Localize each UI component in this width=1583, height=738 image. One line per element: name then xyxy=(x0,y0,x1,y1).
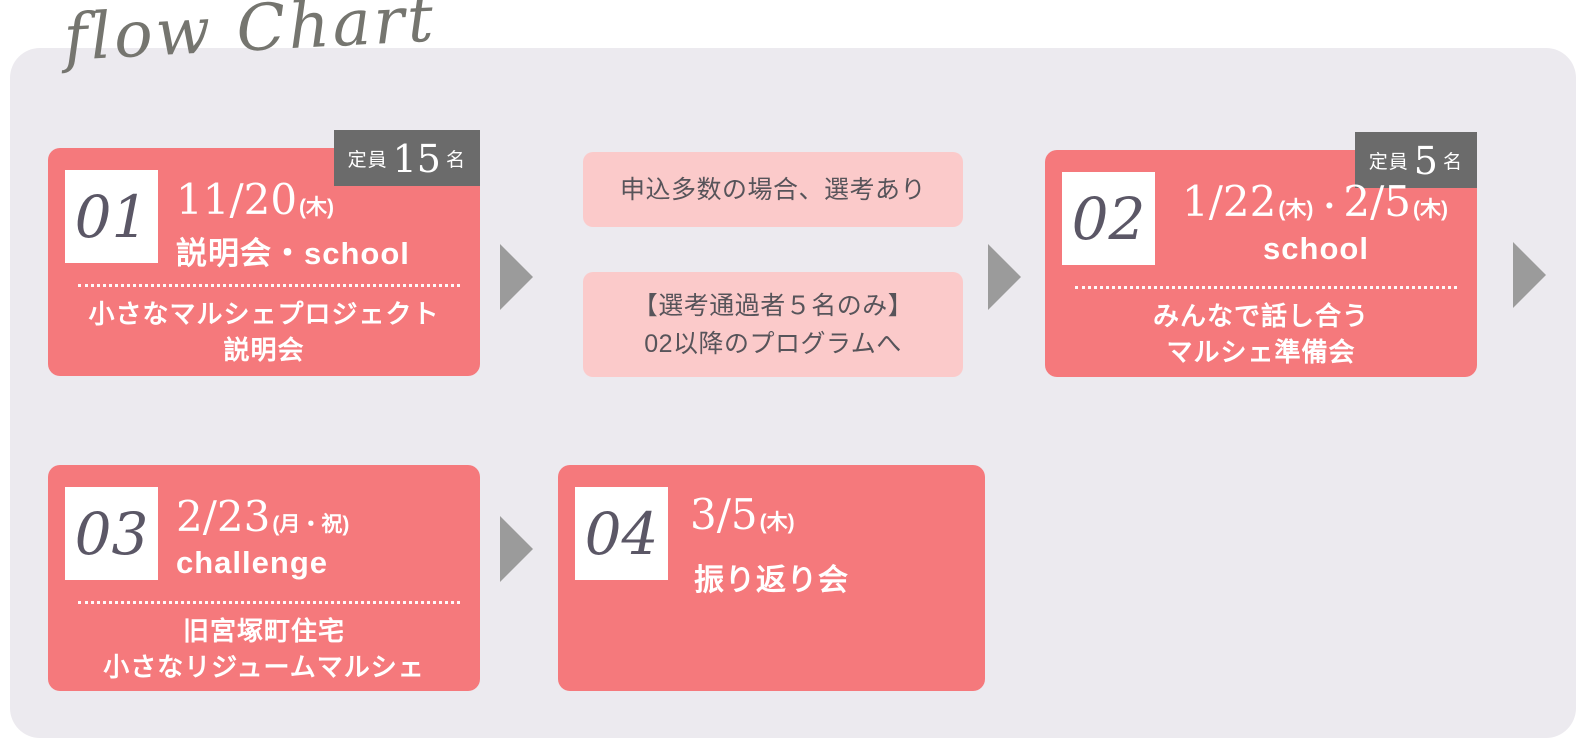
selection-pass-note: 【選考通過者５名のみ】 02以降のプログラムへ xyxy=(583,272,963,377)
step-date-line: 1/22(木)・2/5(木) xyxy=(1173,177,1459,226)
date-text: 2/5 xyxy=(1343,177,1411,226)
flow-arrow-icon xyxy=(500,244,533,310)
step-subtitle: 説明会・school xyxy=(176,236,410,272)
step-number-box-02: 02 xyxy=(1062,172,1155,265)
step-date-line: 11/20(木) xyxy=(176,175,462,224)
step-date-line: 2/23(月・祝) xyxy=(176,492,462,541)
selection-note: 申込多数の場合、選考あり xyxy=(583,152,963,227)
date-separator: ・ xyxy=(1315,191,1344,222)
date-text: 1/22 xyxy=(1182,177,1277,226)
step-number: 04 xyxy=(584,499,659,568)
capacity-count: 15 xyxy=(392,137,441,181)
capacity-label: 定員 xyxy=(347,149,388,171)
note-line: 【選考通過者５名のみ】 xyxy=(632,291,914,320)
flow-arrow-icon xyxy=(988,244,1021,310)
description-line: みんなで話し合う xyxy=(1152,301,1369,331)
flow-arrow-icon xyxy=(1513,242,1546,308)
step-subtitle: challenge xyxy=(176,545,328,581)
date-text: 3/5 xyxy=(690,490,758,539)
note-line: 02以降のプログラムへ xyxy=(644,329,902,358)
step-number-box-03: 03 xyxy=(65,487,158,580)
step-date-line: 3/5(木) xyxy=(690,490,967,539)
dotted-divider xyxy=(1075,286,1457,289)
capacity-unit: 名 xyxy=(445,149,466,171)
description-line: 小さなマルシェプロジェクト xyxy=(88,299,440,329)
step-description-02: みんなで話し合う マルシェ準備会 xyxy=(1045,298,1477,370)
step-card-03: 03 2/23(月・祝) challenge 旧宮塚町住宅 小さなリジュームマル… xyxy=(48,465,480,691)
description-line: 小さなリジュームマルシェ xyxy=(103,652,425,682)
description-line: マルシェ準備会 xyxy=(1166,337,1356,367)
capacity-unit: 名 xyxy=(1442,151,1463,173)
weekday-text: (木) xyxy=(759,511,795,534)
weekday-text: (木) xyxy=(299,196,335,219)
date-text: 2/23 xyxy=(176,492,271,541)
weekday-text: (木) xyxy=(1412,198,1448,221)
dotted-divider xyxy=(78,284,460,287)
step-description-01: 小さなマルシェプロジェクト 説明会 xyxy=(48,296,480,368)
step-number-box-01: 01 xyxy=(65,170,158,263)
step-number: 03 xyxy=(74,499,149,568)
weekday-text: (木) xyxy=(1278,198,1314,221)
step-description-03: 旧宮塚町住宅 小さなリジュームマルシェ xyxy=(48,613,480,685)
step-number: 02 xyxy=(1071,184,1146,253)
step-number-box-04: 04 xyxy=(575,487,668,580)
note-line: 申込多数の場合、選考あり xyxy=(619,175,926,204)
step-number: 01 xyxy=(74,182,149,251)
step-header-01: 11/20(木) 説明会・school xyxy=(176,175,462,273)
step-subtitle: school xyxy=(1263,231,1369,266)
weekday-text: (月・祝) xyxy=(272,513,350,536)
date-text: 11/20 xyxy=(176,175,298,224)
description-line: 振り返り会 xyxy=(694,564,849,597)
capacity-badge-02: 定員 5 名 xyxy=(1354,132,1477,188)
description-line: 説明会 xyxy=(223,335,305,365)
step-header-04: 3/5(木) xyxy=(690,490,967,539)
capacity-count: 5 xyxy=(1413,139,1438,183)
dotted-divider xyxy=(78,601,460,604)
description-line: 旧宮塚町住宅 xyxy=(182,616,345,646)
flow-arrow-icon xyxy=(500,516,533,582)
step-card-01: 定員 15 名 01 11/20(木) 説明会・school 小さなマルシェプロ… xyxy=(48,130,480,376)
step-card-02: 定員 5 名 02 1/22(木)・2/5(木) school みんなで話し合う… xyxy=(1045,132,1477,377)
step-description-04: 振り返り会 xyxy=(558,563,985,599)
step-card-04: 04 3/5(木) 振り返り会 xyxy=(558,465,985,691)
capacity-badge-01: 定員 15 名 xyxy=(333,130,480,186)
step-header-02: 1/22(木)・2/5(木) school xyxy=(1173,177,1459,267)
step-header-03: 2/23(月・祝) challenge xyxy=(176,492,462,581)
capacity-label: 定員 xyxy=(1368,151,1409,173)
